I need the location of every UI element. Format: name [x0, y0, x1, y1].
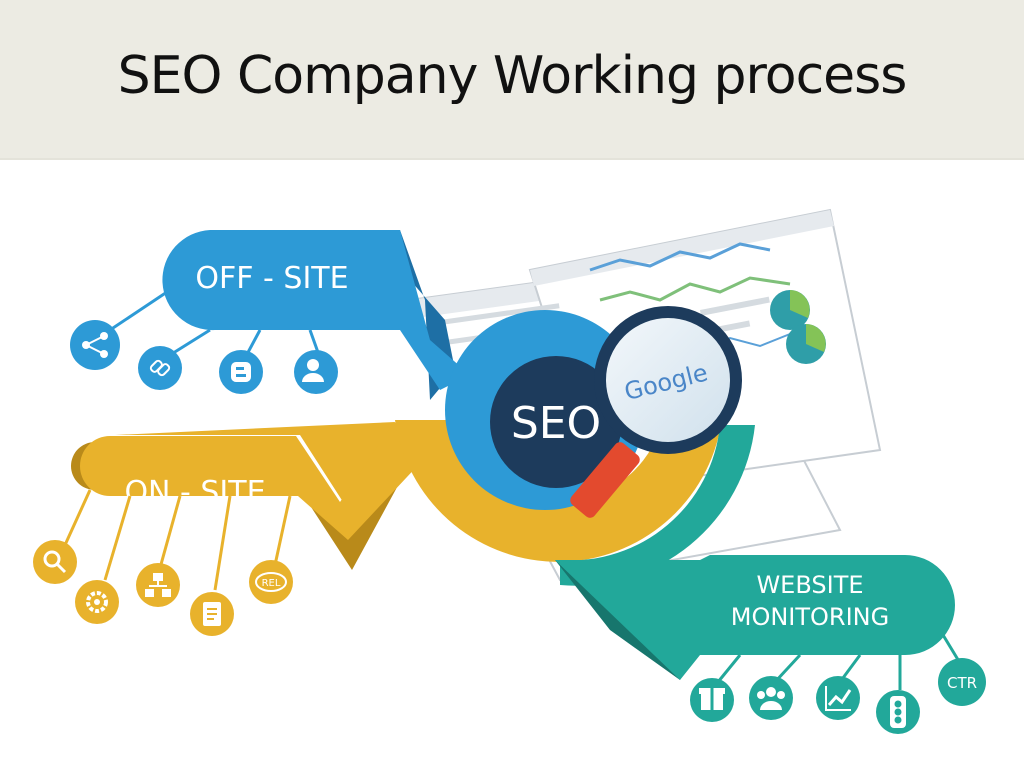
link-icon [138, 346, 182, 390]
on-site-ribbon: ON - SITE [71, 420, 436, 570]
monitoring-ribbon: WEBSITE MONITORING [555, 555, 955, 680]
seo-process-diagram: OFF - SITE ON - SITE WEBSITE MONITORING [33, 208, 986, 734]
settings-icon [75, 580, 119, 624]
ctr-icon: CTR [938, 658, 986, 706]
line-chart-icon [816, 676, 860, 720]
monitoring-label-line1: WEBSITE [756, 571, 863, 599]
rel-label: REL [262, 578, 281, 589]
on-site-arc [395, 420, 720, 562]
rel-icon: REL [249, 560, 293, 604]
sitemap-icon [136, 563, 180, 607]
gift-icon [690, 678, 734, 722]
magnifier-icon: Google [570, 306, 742, 518]
users-icon [749, 676, 793, 720]
off-site-label: OFF - SITE [195, 261, 348, 296]
search-icon [33, 540, 77, 584]
monitoring-label-line2: MONITORING [731, 603, 889, 631]
diagram-canvas: OFF - SITE ON - SITE WEBSITE MONITORING [0, 160, 1024, 768]
title-band: SEO Company Working process [0, 0, 1024, 160]
off-site-ribbon: OFF - SITE [162, 230, 470, 400]
on-site-label: ON - SITE [124, 475, 265, 510]
document-icon [190, 592, 234, 636]
on-site-connectors [63, 489, 292, 591]
ctr-label: CTR [947, 674, 977, 692]
share-icon [70, 320, 120, 370]
seo-center: SEO [445, 310, 645, 510]
blogger-icon [219, 350, 263, 394]
slide-title: SEO Company Working process [117, 46, 908, 106]
user-icon [294, 350, 338, 394]
traffic-light-icon [876, 690, 920, 734]
seo-center-label: SEO [511, 398, 601, 449]
